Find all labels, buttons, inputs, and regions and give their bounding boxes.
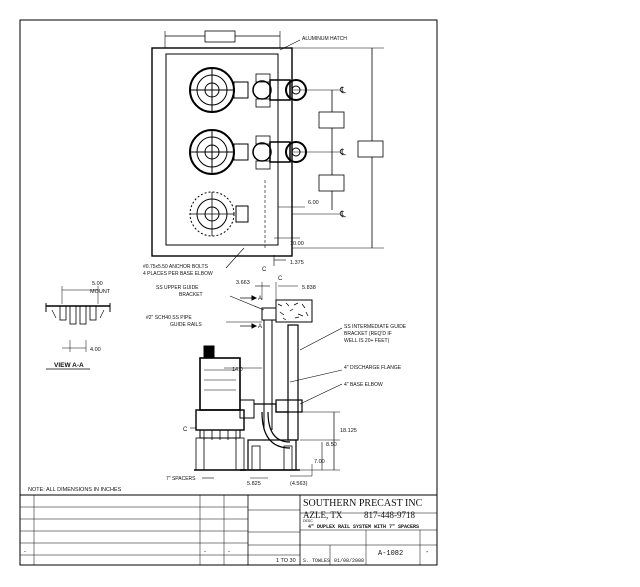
width-dimension-box	[204, 30, 236, 43]
hatch-frame-inner	[165, 53, 279, 246]
dim-4-00: 4.00	[90, 347, 101, 353]
dim-4-563: (4.563)	[290, 481, 308, 487]
sheet-border	[19, 19, 438, 566]
revision-row-mark-b: -	[204, 549, 206, 555]
mount-value: 5.00	[92, 281, 103, 287]
revision-row-mark-a: -	[24, 549, 26, 555]
mount-label: MOUNT	[90, 289, 111, 295]
plan-view	[151, 30, 384, 269]
anchor-bolts-callout-2: 4 PLACES PER BASE ELBOW	[143, 271, 213, 277]
view-a-a-title: VIEW A-A	[54, 362, 84, 369]
dim-6-00: 6.00	[308, 200, 319, 206]
base-elbow-callout: 4" BASE ELBOW	[344, 382, 383, 388]
spacers-callout: 7" SPACERS	[166, 476, 196, 482]
spacing-dimension-box-1	[318, 111, 345, 129]
pump-motor-body	[199, 357, 241, 411]
drawing-number: A-1082	[378, 550, 403, 558]
drawn-by: S. TOWLES	[303, 558, 330, 564]
dim-10-00: 10.00	[290, 241, 304, 247]
dim-3-663: 3.663	[236, 280, 250, 286]
elevation-view	[190, 282, 343, 479]
scale-value: 1 TO 30	[276, 558, 296, 564]
centerline-mark-2: ℄	[339, 147, 346, 157]
pump-top	[189, 67, 307, 113]
intermediate-guide-callout-1: SS INTERMEDIATE GUIDE	[344, 324, 407, 330]
company-city: AZLE, TX	[303, 510, 343, 520]
pump-middle	[189, 129, 307, 175]
centerline-mark-1: ℄	[339, 85, 346, 95]
dim-1-375: 1.375	[290, 260, 304, 266]
drawing-date: 01/08/2008	[334, 558, 364, 564]
anchor-bolts-callout-1: #0.75x5.50 ANCHOR BOLTS	[143, 264, 209, 270]
view-a-a-detail	[45, 286, 111, 370]
revision-value: -	[426, 549, 429, 556]
centerline-mark-3: ℄	[339, 209, 346, 219]
spacing-dimension-box-2	[318, 174, 345, 192]
ss-upper-guide-callout-1: SS UPPER GUIDE	[156, 285, 199, 291]
dim-18-125: 18.125	[340, 428, 357, 434]
concrete-slab	[275, 299, 313, 323]
company-phone: 817-448-9718	[364, 510, 415, 520]
dim-5-825: 5.825	[247, 481, 261, 487]
base-elbow-plan	[189, 191, 249, 237]
company-name: SOUTHERN PRECAST INC	[303, 498, 423, 509]
centerline-c-top-2: C	[278, 276, 283, 282]
intermediate-guide-callout-2: BRACKET (REQ'D IF	[344, 331, 392, 337]
revision-row-mark-c: -	[228, 549, 230, 555]
guide-rails-callout-2: GUIDE RAILS	[170, 322, 202, 328]
dim-5-838: 5.838	[302, 285, 316, 291]
dim-14-0: 14.0	[232, 367, 243, 373]
title-block	[20, 494, 437, 565]
section-a-upper: A	[258, 296, 262, 302]
description-label: DESC	[303, 519, 313, 523]
centerline-c-left: C	[183, 427, 188, 433]
drawing-description: 4" DUPLEX RAIL SYSTEM WITH 7" SPACERS	[308, 524, 419, 530]
centerline-c-top-1: C	[262, 267, 267, 273]
guide-rails-callout-1: #2" SCH40 SS PIPE	[146, 315, 192, 321]
intermediate-guide-callout-3: WELL IS 20+ FEET)	[344, 338, 390, 344]
section-a-lower: A	[258, 324, 262, 330]
dimensions-note: NOTE: ALL DIMENSIONS IN INCHES	[28, 487, 122, 493]
dim-7-00: 7.00	[314, 459, 325, 465]
discharge-flange-callout: 4" DISCHARGE FLANGE	[344, 365, 402, 371]
ss-upper-guide-callout-2: BRACKET	[179, 292, 203, 298]
aluminum-hatch-label: ALUMINUM HATCH	[302, 36, 347, 42]
height-dimension-box	[357, 140, 384, 158]
dim-8-50: 8.50	[326, 442, 337, 448]
